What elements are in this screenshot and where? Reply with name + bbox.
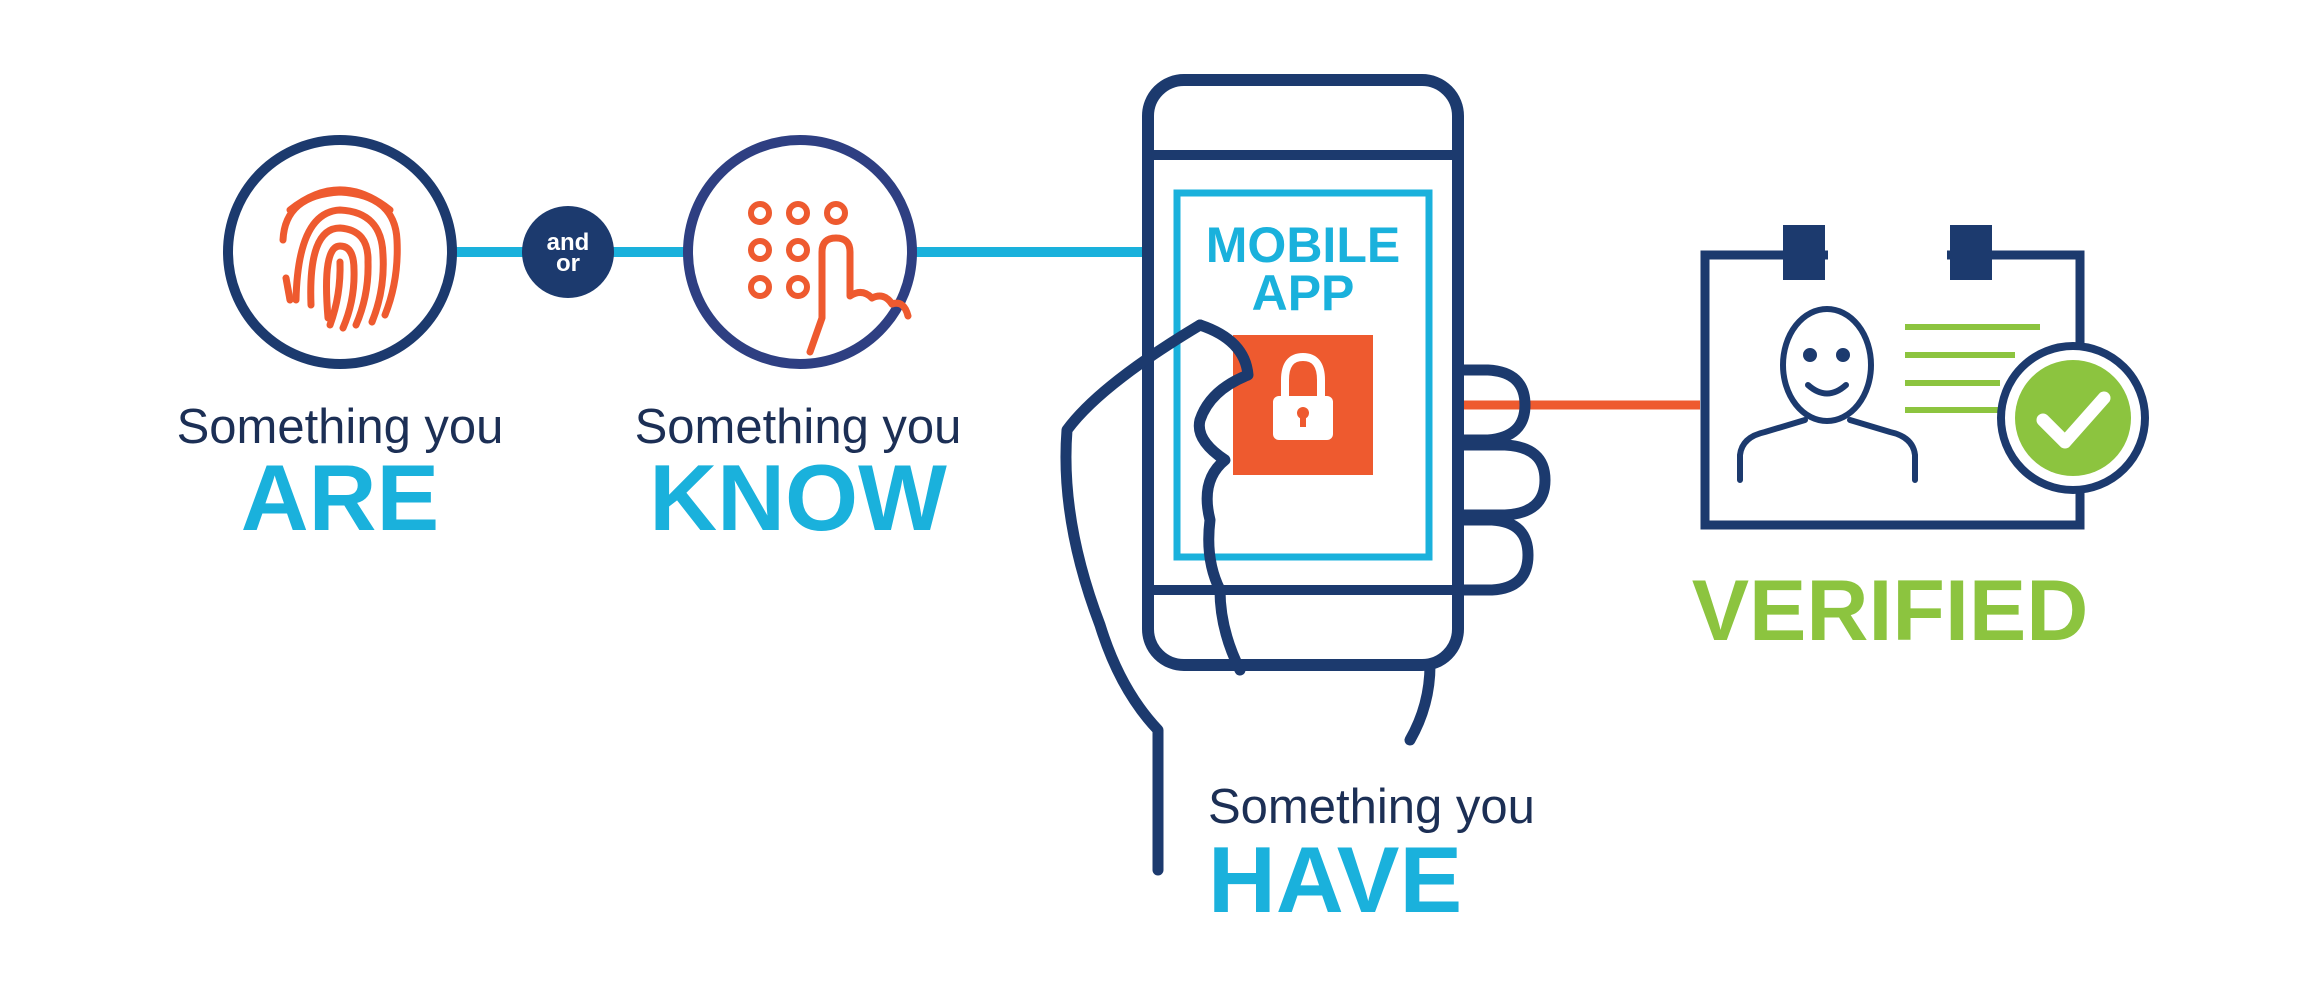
- factor-are-keyword: ARE: [241, 445, 439, 550]
- badge-clip-left: [1783, 225, 1825, 280]
- checkmark-icon: [1997, 342, 2149, 494]
- factor-have-keyword: HAVE: [1208, 827, 1462, 932]
- pointing-hand-icon: [806, 234, 912, 356]
- factor-know-prefix: Something you: [635, 400, 962, 454]
- and-or-badge: and or: [522, 206, 614, 298]
- mobile-label: MOBILE: [1206, 217, 1400, 273]
- factor-have-prefix: Something you: [1208, 780, 1535, 834]
- phone: MOBILE APP: [1142, 74, 1464, 671]
- id-badge: [1700, 225, 2149, 530]
- factor-know-keyword: KNOW: [649, 445, 947, 550]
- factor-are-prefix: Something you: [177, 400, 504, 454]
- text-lines-icon: [1905, 324, 2040, 413]
- fingerprint-circle: [223, 135, 457, 369]
- fingerprint-icon: [279, 186, 401, 332]
- keypad-icon: [748, 201, 848, 299]
- person-icon: [1737, 306, 1918, 483]
- or-label: or: [556, 250, 580, 277]
- app-label: APP: [1252, 265, 1355, 321]
- badge-clip-right: [1950, 225, 1992, 280]
- verified-label: VERIFIED: [1692, 563, 2089, 659]
- lock-icon: [1273, 352, 1333, 440]
- keypad-circle: [683, 135, 917, 369]
- hand-icon: [1060, 319, 1551, 876]
- and-label: and: [547, 229, 590, 256]
